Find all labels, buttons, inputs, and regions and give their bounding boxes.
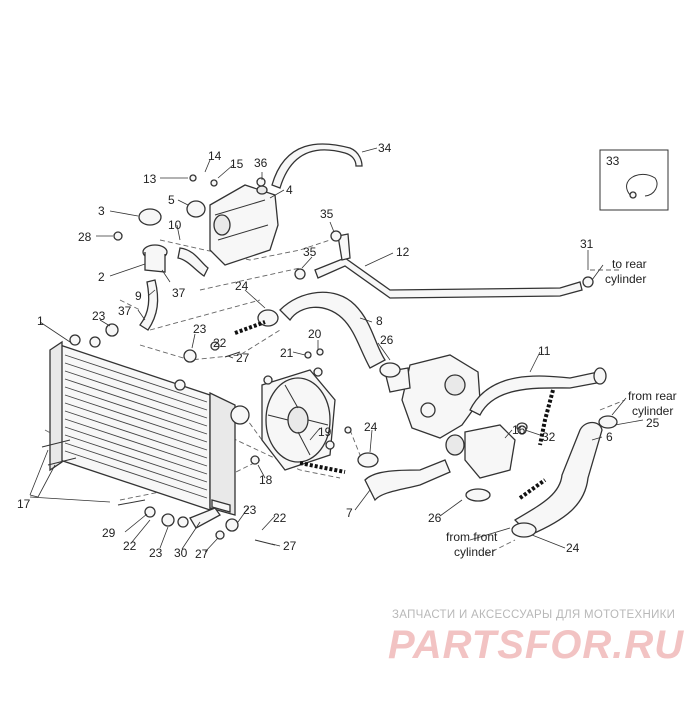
from-rear-line1: from rear <box>628 389 677 403</box>
label-3: 3 <box>98 204 105 218</box>
watermark: ЗАПЧАСТИ И АКСЕССУАРЫ ДЛЯ МОТОТЕХНИКИ PA… <box>388 609 684 667</box>
cooling-fan <box>261 367 336 471</box>
hose-7 <box>364 459 451 502</box>
label-30: 30 <box>174 546 188 560</box>
label-22: 22 <box>213 336 227 350</box>
label-24b: 24 <box>364 420 378 434</box>
label-31: 31 <box>580 237 594 251</box>
hose-9 <box>139 279 159 331</box>
label-4: 4 <box>286 183 293 197</box>
tank-fittings <box>113 174 266 331</box>
label-22b: 22 <box>273 511 287 525</box>
label-20: 20 <box>308 327 322 341</box>
label-28: 28 <box>78 230 92 244</box>
label-15: 15 <box>230 157 244 171</box>
label-11: 11 <box>538 344 551 358</box>
label-23d: 23 <box>149 546 163 560</box>
radiator <box>49 334 250 516</box>
label-12: 12 <box>396 245 410 259</box>
clamp-detail-box <box>599 149 669 211</box>
label-23: 23 <box>92 309 106 323</box>
label-21: 21 <box>280 346 294 360</box>
label-26b: 26 <box>428 511 442 525</box>
label-2: 2 <box>98 270 105 284</box>
label-27c: 27 <box>283 539 297 553</box>
pipe-12 <box>314 257 583 299</box>
label-18: 18 <box>259 473 273 487</box>
label-36: 36 <box>254 156 268 170</box>
label-35b: 35 <box>303 245 317 259</box>
from-front-line2: cylinder <box>454 545 495 559</box>
thermostat <box>445 422 528 479</box>
label-17: 17 <box>17 497 31 511</box>
label-9: 9 <box>135 289 142 303</box>
label-34: 34 <box>378 141 392 155</box>
from-front-line1: from front <box>446 530 498 544</box>
bracket-30 <box>189 507 221 529</box>
hose-10 <box>177 247 209 277</box>
label-37b: 37 <box>118 304 132 318</box>
to-rear-line2: cylinder <box>605 272 646 286</box>
radiator-fins <box>64 354 208 499</box>
part-number-labels: 14 13 15 36 34 33 4 5 3 10 35 28 12 31 3… <box>17 141 660 561</box>
cap-5 <box>186 200 206 218</box>
label-25: 25 <box>646 416 660 430</box>
label-26: 26 <box>380 333 394 347</box>
label-22c: 22 <box>123 539 137 553</box>
label-33: 33 <box>606 154 620 168</box>
from-rear-line2: cylinder <box>632 404 673 418</box>
to-rear-line1: to rear <box>612 257 647 271</box>
label-16: 16 <box>512 423 526 437</box>
label-32: 32 <box>542 430 556 444</box>
label-24c: 24 <box>566 541 580 555</box>
label-14: 14 <box>208 149 222 163</box>
clip-36 <box>256 177 266 187</box>
label-23b: 23 <box>193 322 207 336</box>
expansion-tank <box>209 184 279 266</box>
label-27: 27 <box>236 351 250 365</box>
leader-lines <box>29 147 644 553</box>
bolt-28 <box>113 231 123 241</box>
label-5: 5 <box>168 193 175 207</box>
overflow-hose-34 <box>271 143 363 189</box>
cap-3 <box>138 208 162 226</box>
label-37: 37 <box>172 286 186 300</box>
bolt-15 <box>210 179 218 187</box>
hose-8 <box>279 291 386 369</box>
label-10: 10 <box>168 218 182 232</box>
label-13: 13 <box>143 172 157 186</box>
label-35: 35 <box>320 207 334 221</box>
label-8: 8 <box>376 314 383 328</box>
label-24: 24 <box>235 279 249 293</box>
direction-annotations: to rear cylinder from rear cylinder from… <box>446 257 677 559</box>
label-29: 29 <box>102 526 116 540</box>
hose-11 <box>469 371 603 416</box>
hardware <box>41 323 527 546</box>
hose-6 <box>513 421 603 536</box>
label-1: 1 <box>37 314 44 328</box>
label-19: 19 <box>318 425 332 439</box>
label-23c: 23 <box>243 503 257 517</box>
water-pump <box>379 354 481 439</box>
bolt-13 <box>189 174 197 182</box>
watermark-tagline: ЗАПЧАСТИ И АКСЕССУАРЫ ДЛЯ МОТОТЕХНИКИ <box>392 609 675 621</box>
label-27b: 27 <box>195 547 209 561</box>
label-7: 7 <box>346 506 353 520</box>
watermark-brand: PARTSFOR.RU <box>388 623 684 667</box>
label-6: 6 <box>606 430 613 444</box>
assembly-guide-lines <box>44 239 626 556</box>
pipe-12-end <box>337 233 351 261</box>
